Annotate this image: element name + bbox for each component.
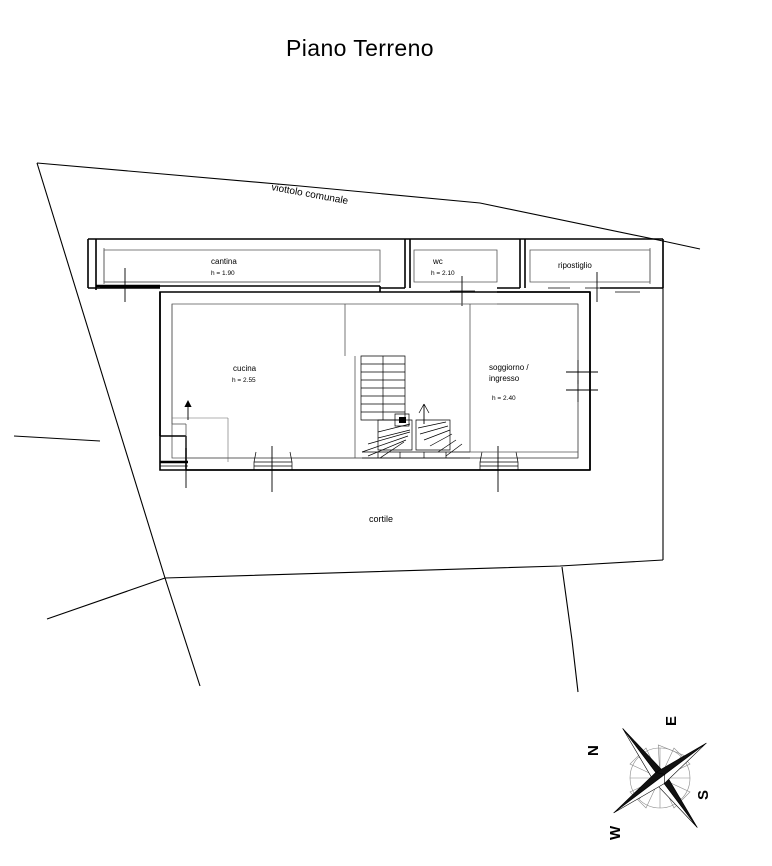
compass-label-east: E [663, 716, 680, 726]
room-height-wc: h = 2.10 [431, 270, 455, 277]
room-label-soggiorno: soggiorno / [489, 363, 529, 372]
compass-label-south: S [695, 790, 712, 800]
page-title: Piano Terreno [286, 35, 434, 61]
interior-partitions [344, 304, 578, 458]
site-boundary [13, 162, 701, 693]
room-label-cantina: cantina [211, 257, 237, 266]
room-label-soggiorno-2: ingresso [489, 374, 520, 383]
main-block-labels: cucina h = 2.55 soggiorno / ingresso h =… [232, 363, 529, 402]
room-height-soggiorno: h = 2.40 [492, 395, 516, 402]
room-label-cucina: cucina [233, 364, 257, 373]
room-label-wc: wc [432, 257, 443, 266]
street-label: viottolo comunale [270, 182, 349, 207]
compass-rose: N E S W [585, 716, 712, 840]
north-wing-openings [100, 268, 640, 306]
north-wing-labels: cantina h = 1.90 wc h = 2.10 ripostiglio [211, 257, 592, 277]
room-height-cantina: h = 1.90 [211, 270, 235, 277]
staircase [360, 355, 470, 459]
courtyard-label: cortile [369, 514, 393, 524]
room-height-cucina: h = 2.55 [232, 377, 256, 384]
main-block-openings [160, 360, 598, 492]
compass-label-north: N [585, 745, 602, 756]
main-block-walls [159, 291, 591, 471]
compass-label-west: W [607, 825, 624, 840]
room-label-ripostiglio: ripostiglio [558, 261, 592, 270]
